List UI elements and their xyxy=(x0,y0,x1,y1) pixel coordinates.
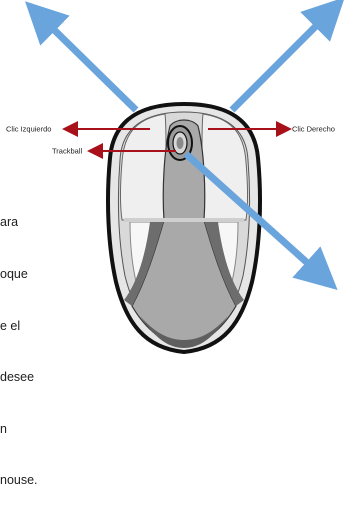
direction-arrows xyxy=(40,12,330,110)
mouse-illustration-icon xyxy=(108,104,260,352)
left-click-label: Clic Izquierdo xyxy=(6,125,51,134)
instruction-text-fragment: ara oque e el desee n nouse. xyxy=(0,180,60,507)
arrow-up-left-icon xyxy=(40,16,136,110)
instruction-line: e el xyxy=(0,318,60,335)
instruction-line: n xyxy=(0,421,60,438)
instruction-line: nouse. xyxy=(0,472,60,489)
instruction-line: desee xyxy=(0,369,60,386)
trackball-label: Trackball xyxy=(52,147,82,156)
button-divider xyxy=(124,218,244,222)
instruction-line: ara xyxy=(0,214,60,231)
right-click-label: Clic Derecho xyxy=(292,125,335,134)
arrow-up-right-icon xyxy=(232,12,330,110)
instruction-line: oque xyxy=(0,266,60,283)
